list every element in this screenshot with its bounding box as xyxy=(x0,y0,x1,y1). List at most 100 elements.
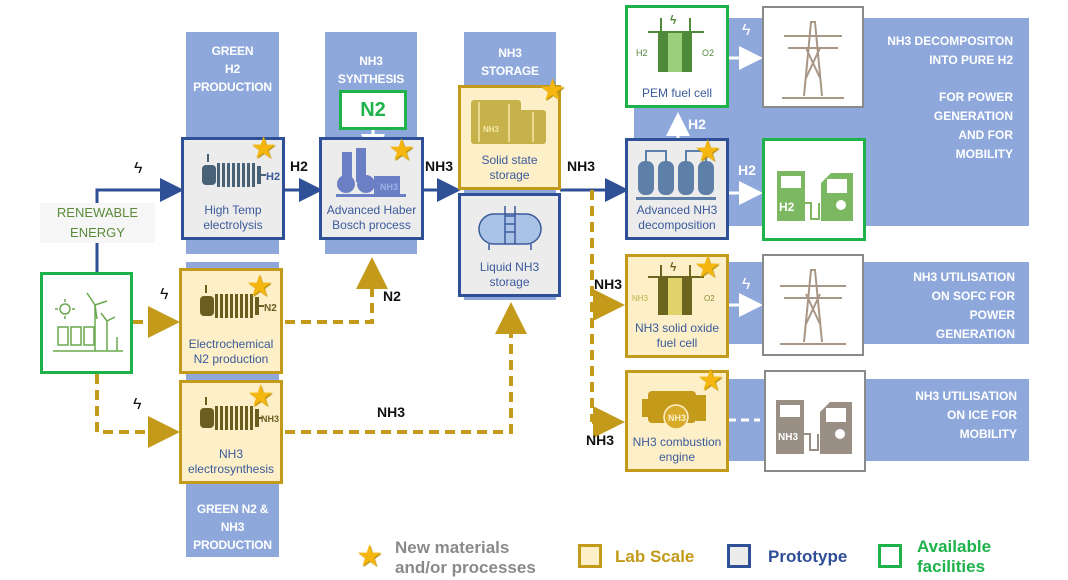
flow-renewable-to-nh3-electro xyxy=(95,374,180,448)
box-label-line: storage xyxy=(489,168,530,182)
flow-label-nh3: NH3 xyxy=(567,158,596,174)
solar-wind-icon xyxy=(53,292,123,352)
new-materials-star-icon: ★ xyxy=(694,135,721,168)
flow-label-n2: N2 xyxy=(383,288,401,304)
new-materials-star-icon: ★ xyxy=(697,364,724,397)
renewable-energy-box xyxy=(40,272,133,374)
band-title-line: H2 xyxy=(225,62,240,76)
svg-text:ϟ: ϟ xyxy=(670,260,677,274)
renewable-line: ENERGY xyxy=(70,225,125,240)
power-pylon-icon xyxy=(780,269,846,345)
power-grid-box xyxy=(762,6,864,108)
liquid-nh3-storage-box: Liquid NH3 storage xyxy=(458,193,561,297)
svg-text:O2: O2 xyxy=(704,294,715,303)
electricity-bolt-icon: ϟ xyxy=(133,396,142,413)
renewable-energy-label: RENEWABLE ENERGY xyxy=(40,203,155,243)
liquid-nh3-storage-label: Liquid NH3 storage xyxy=(461,260,558,290)
n2-supply-box: N2 xyxy=(339,90,407,130)
flow-label-nh3: NH3 xyxy=(425,158,454,174)
flow-label-nh3: NH3 xyxy=(377,404,406,420)
renewable-line: RENEWABLE xyxy=(56,205,139,220)
band-title-line: NH3 xyxy=(220,520,245,534)
n2-supply-label: N2 xyxy=(360,98,386,121)
new-materials-star-icon: ★ xyxy=(246,270,273,303)
new-materials-star-icon: ★ xyxy=(250,132,277,165)
legend-new-materials: New materials and/or processes xyxy=(395,538,536,578)
band-title-line: NH3 UTILISATION xyxy=(915,389,1017,403)
flow-label-nh3: NH3 xyxy=(594,276,623,292)
band-title-line: GENERATION xyxy=(933,109,1013,123)
box-label-line: NH3 combustion xyxy=(632,435,722,449)
svg-text:NH3: NH3 xyxy=(632,294,649,303)
legend-line: Available xyxy=(917,537,992,556)
nh3-electrosynthesis-label: NH3 electrosynthesis xyxy=(182,447,280,477)
svg-text:H2: H2 xyxy=(636,48,648,58)
band-title-line: POWER xyxy=(969,308,1015,322)
nh3-tag: NH3 xyxy=(778,432,798,443)
new-materials-star-icon: ★ xyxy=(388,134,415,167)
new-materials-star-icon: ★ xyxy=(247,380,274,413)
electricity-bolt-icon: ϟ xyxy=(742,276,751,293)
reactor-columns-icon xyxy=(636,150,716,200)
band-title-line: GREEN xyxy=(211,44,254,58)
band-title-line: MOBILITY xyxy=(959,427,1017,441)
band-title-line: PRODUCTION xyxy=(193,80,272,94)
band-title-line: ON ICE FOR xyxy=(946,408,1017,422)
nh3-decomposition-label: Advanced NH3 decomposition xyxy=(628,203,726,233)
high-temp-electrolysis-box: H2 High Temp electrolysis xyxy=(181,137,285,240)
box-label-line: Liquid NH3 xyxy=(479,260,540,274)
legend-prototype-swatch xyxy=(727,544,751,568)
electrochemical-n2-label: Electrochemical N2 production xyxy=(182,337,280,367)
nh3-decomposition-box: Advanced NH3 decomposition xyxy=(625,138,729,240)
new-materials-star-icon: ★ xyxy=(539,74,566,107)
h2-tag: H2 xyxy=(266,171,280,183)
band-title-line: SYNTHESIS xyxy=(337,72,405,86)
flow-n2-to-haber xyxy=(285,257,388,324)
band-title-line: PRODUCTION xyxy=(193,538,272,552)
svg-text:NH3: NH3 xyxy=(668,413,686,423)
band-title-line: STORAGE xyxy=(481,64,539,78)
svg-text:O2: O2 xyxy=(702,48,714,58)
haber-bosch-box: NH3 Advanced Haber Bosch process xyxy=(319,137,424,240)
box-label-line: engine xyxy=(658,450,696,464)
electrochemical-n2-box: N2 Electrochemical N2 production xyxy=(179,268,283,374)
band-title-line: GENERATION xyxy=(935,327,1015,341)
nh3-engine-box: NH3 NH3 combustion engine xyxy=(625,370,729,472)
svg-text:NH3: NH3 xyxy=(380,182,398,192)
pem-fuel-cell-box: ϟ H2 O2 PEM fuel cell xyxy=(625,5,729,108)
pem-fuel-cell-label: PEM fuel cell xyxy=(628,86,726,101)
band-title-green-n2-nh3: GREEN N2 & NH3 PRODUCTION xyxy=(186,500,279,554)
band-title-ice: NH3 UTILISATION ON ICE FOR MOBILITY xyxy=(860,387,1017,444)
n2-tag: N2 xyxy=(264,303,277,314)
box-label-line: electrosynthesis xyxy=(187,462,275,476)
box-label-line: electrolysis xyxy=(203,218,263,232)
electrolyzer-icon: H2 xyxy=(202,154,280,187)
electrolyzer-icon: N2 xyxy=(200,285,277,318)
band-title-green-h2: GREEN H2 PRODUCTION xyxy=(186,42,279,96)
band-title-line: GREEN N2 & xyxy=(196,502,269,516)
svg-text:ϟ: ϟ xyxy=(670,13,677,27)
box-label-line: fuel cell xyxy=(656,336,698,350)
power-grid-box xyxy=(762,254,864,356)
nh3-engine-label: NH3 combustion engine xyxy=(628,435,726,465)
box-label-line: decomposition xyxy=(638,218,716,232)
fuel-cell-icon: ϟ H2 O2 xyxy=(636,13,714,72)
legend-line: and/or processes xyxy=(395,558,536,577)
h2-refuel-station-box: H2 xyxy=(762,138,866,241)
legend-prototype: Prototype xyxy=(768,547,848,566)
flow-label-h2: H2 xyxy=(738,162,756,178)
band-title-line: NH3 xyxy=(359,54,383,68)
h2-tag: H2 xyxy=(779,200,795,214)
box-label-line: High Temp xyxy=(204,203,262,217)
flow-renewable-to-electrolysis xyxy=(95,178,184,272)
legend-lab-swatch xyxy=(578,544,602,568)
electricity-bolt-icon: ϟ xyxy=(160,286,169,303)
band-title-line: MOBILITY xyxy=(955,147,1013,161)
new-materials-star-icon: ★ xyxy=(694,251,721,284)
solid-state-storage-label: Solid state storage xyxy=(461,153,558,183)
band-title-nh3-synthesis: NH3 SYNTHESIS xyxy=(325,52,417,88)
band-title-line: FOR POWER xyxy=(939,90,1013,104)
high-temp-electrolysis-label: High Temp electrolysis xyxy=(184,203,282,233)
legend-available-swatch xyxy=(878,544,902,568)
